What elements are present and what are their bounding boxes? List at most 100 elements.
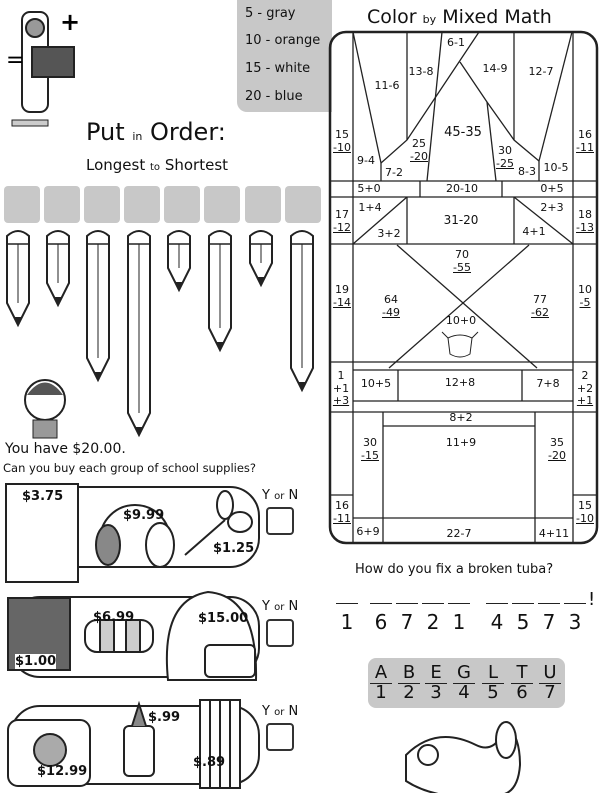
pencil-icon[interactable] (6, 230, 30, 328)
answer-box[interactable] (204, 186, 240, 223)
scissors-icon (216, 490, 234, 520)
cell[interactable]: 10-5 (578, 283, 592, 309)
cell[interactable]: 7-2 (385, 166, 403, 179)
cell[interactable]: 30-15 (361, 436, 379, 462)
cell[interactable]: 1+1+3 (332, 369, 350, 408)
order-title: Put in Order: (86, 118, 226, 146)
pencil-icon[interactable] (127, 230, 151, 438)
yn-label: Y or N (262, 488, 299, 503)
cell[interactable]: 3+2 (377, 227, 401, 240)
key-item: 5 - gray (245, 6, 296, 21)
cell[interactable]: 8-3 (518, 165, 536, 178)
cell[interactable]: 6+9 (356, 525, 380, 538)
color-key: 5 - gray 10 - orange 15 - white 20 - blu… (237, 0, 332, 112)
cell[interactable]: 5+0 (357, 182, 381, 195)
price: $9.99 (123, 508, 165, 523)
yn-label: Y or N (262, 704, 299, 719)
cell[interactable]: 4+1 (522, 225, 546, 238)
cell[interactable]: 7+8 (536, 377, 560, 390)
cell[interactable]: 16-11 (333, 499, 351, 525)
code-blank[interactable]: 7 (538, 603, 560, 634)
yn-label: Y or N (262, 599, 299, 614)
cell[interactable]: 2+2+1 (576, 369, 594, 408)
price: $.99 (148, 710, 181, 725)
code-blank[interactable]: 5 (512, 603, 534, 634)
cell[interactable]: 0+5 (540, 182, 564, 195)
price: $15.00 (198, 611, 249, 626)
code-blank[interactable]: 4 (486, 603, 508, 634)
yn-answer-box[interactable] (266, 723, 294, 751)
pencil-icon[interactable] (46, 230, 70, 308)
answer-box[interactable] (164, 186, 200, 223)
cell[interactable]: 1+4 (358, 201, 382, 214)
price: $3.75 (22, 489, 64, 504)
answer-box[interactable] (4, 186, 40, 223)
cell[interactable]: 64-49 (382, 293, 400, 319)
cell[interactable]: 31-20 (443, 213, 479, 227)
cell[interactable]: 12+8 (444, 376, 476, 389)
cell[interactable]: 12-7 (528, 65, 554, 78)
key-item: 20 - blue (245, 89, 303, 104)
answer-box[interactable] (44, 186, 80, 223)
answer-box[interactable] (124, 186, 160, 223)
cell[interactable]: 70-55 (453, 248, 471, 274)
pencil-icon[interactable] (290, 230, 314, 393)
cell[interactable]: 18-13 (576, 208, 594, 234)
cell[interactable]: 13-8 (408, 65, 434, 78)
cell[interactable]: 35-20 (548, 436, 566, 462)
code-blank[interactable]: 1 (336, 603, 358, 634)
cell[interactable]: 6-1 (447, 36, 465, 49)
pencil-icon[interactable] (167, 230, 191, 293)
cell[interactable]: 14-9 (482, 62, 508, 75)
cell[interactable]: 77-62 (531, 293, 549, 319)
pencil-icon[interactable] (249, 230, 273, 288)
girl-illustration (24, 379, 66, 439)
price: $12.99 (37, 764, 88, 779)
pencils-bundle-icon (199, 699, 241, 789)
price: $6.99 (93, 610, 135, 625)
order-subtitle: Longest to Shortest (86, 156, 229, 174)
answer-box[interactable] (285, 186, 321, 223)
budget-text: You have $20.00. (5, 441, 126, 457)
cell[interactable]: 10+5 (360, 377, 392, 390)
cell[interactable]: 15-10 (333, 128, 351, 154)
cell[interactable]: 9-4 (357, 154, 375, 167)
cell[interactable]: 19-14 (333, 283, 351, 309)
cell[interactable]: 8+2 (449, 411, 473, 424)
code-blank[interactable]: 2 (422, 603, 444, 634)
bull-icon (441, 331, 479, 358)
notebook-icon (5, 483, 79, 583)
cell[interactable]: 11-6 (374, 79, 400, 92)
cell[interactable]: 45-35 (444, 125, 482, 140)
svg-text:+: + (60, 8, 80, 36)
code-blank[interactable]: 7 (396, 603, 418, 634)
glue-icon (123, 725, 155, 777)
cell[interactable]: 30-25 (496, 144, 514, 170)
cell[interactable]: 20-10 (446, 182, 478, 195)
code-blank[interactable]: 3 (564, 603, 586, 634)
cell[interactable]: 2+3 (540, 201, 564, 214)
answer-box[interactable] (84, 186, 120, 223)
cell[interactable]: 22-7 (446, 527, 472, 540)
price: $1.25 (213, 541, 255, 556)
yn-answer-box[interactable] (266, 619, 294, 647)
cell[interactable]: 10+0 (445, 314, 477, 327)
pencils (6, 230, 314, 438)
pencil-icon[interactable] (208, 230, 232, 353)
pencil-icon[interactable] (86, 230, 110, 383)
code-blank[interactable]: 6 (370, 603, 392, 634)
cell[interactable]: 10-5 (543, 161, 569, 174)
mosaic-title: Color by Mixed Math (367, 6, 552, 28)
svg-text:=: = (6, 48, 24, 73)
cell[interactable]: 25-20 (410, 137, 428, 163)
cell[interactable]: 15-10 (576, 499, 594, 525)
cell[interactable]: 4+11 (538, 527, 570, 540)
cell[interactable]: 16-11 (576, 128, 594, 154)
cell[interactable]: 17-12 (333, 208, 351, 234)
answer-box[interactable] (245, 186, 281, 223)
price: $.89 (193, 755, 226, 770)
yn-answer-box[interactable] (266, 507, 294, 535)
cell[interactable]: 11+9 (445, 436, 477, 449)
code-blank[interactable]: 1 (448, 603, 470, 634)
